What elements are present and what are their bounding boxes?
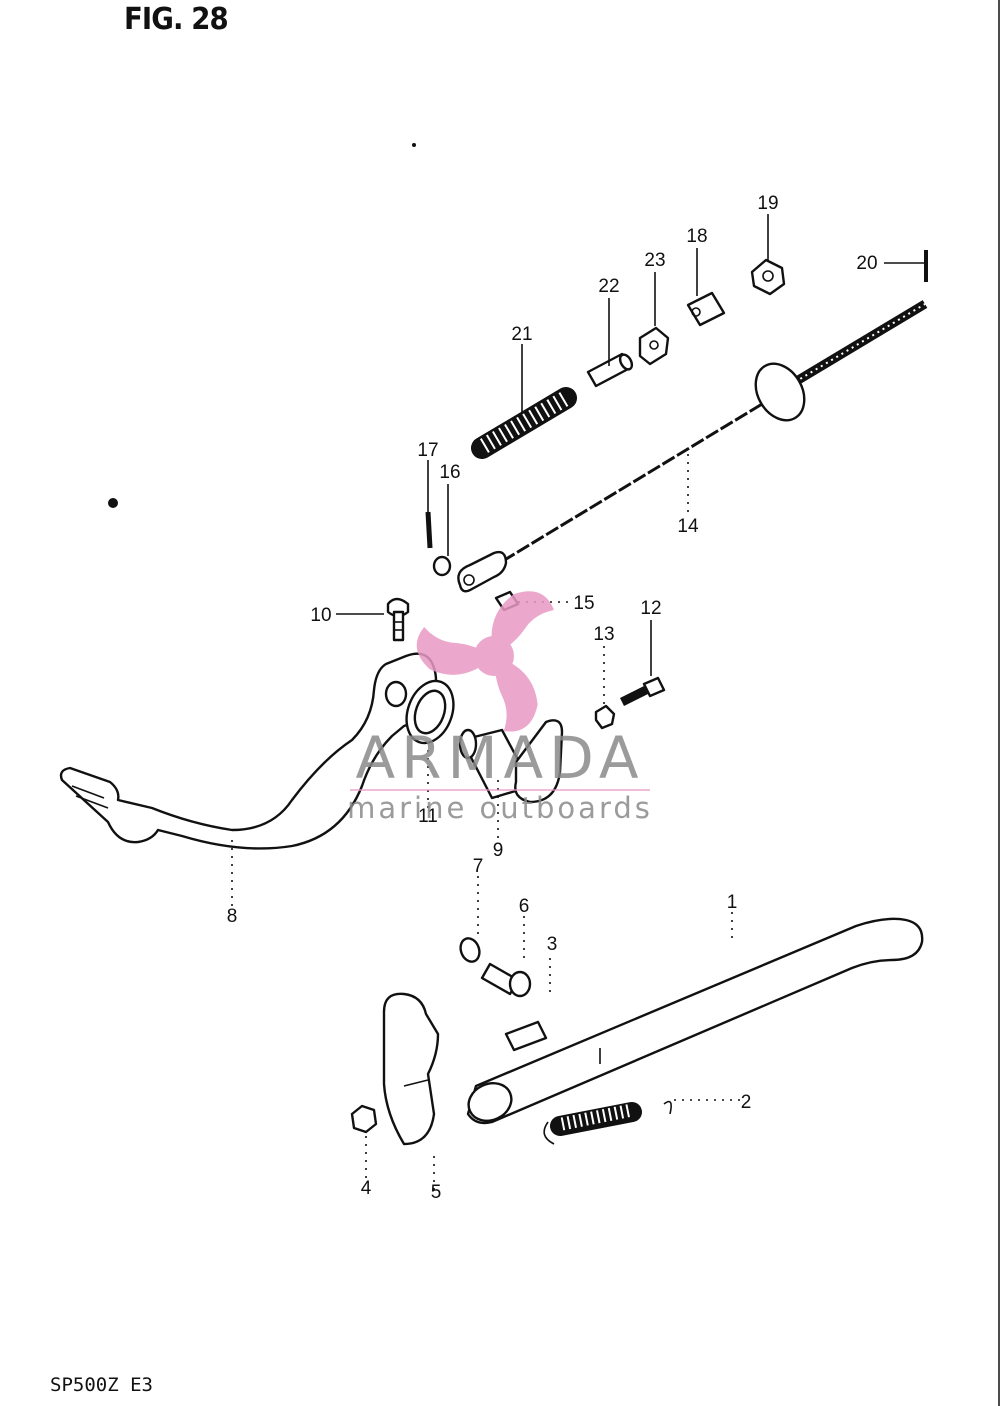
figure-title: FIG. 28 [124, 2, 229, 37]
callout-8: 8 [227, 906, 238, 927]
callout-7: 7 [473, 856, 484, 877]
callout-23: 23 [644, 250, 665, 271]
adjusting-nut-part [638, 326, 670, 366]
collar-part [586, 352, 634, 388]
nut-4-part [350, 1104, 378, 1134]
joint-part [686, 291, 726, 327]
circlip-11-part [405, 679, 455, 745]
bolt-12-part [619, 676, 666, 707]
callout-5: 5 [431, 1182, 442, 1203]
washer-16-part [432, 555, 452, 577]
callout-6: 6 [519, 896, 530, 917]
cotter-pin-small-part [425, 511, 433, 549]
callout-10: 10 [310, 605, 331, 626]
model-code: SP500Z E3 [50, 1374, 153, 1396]
callout-19: 19 [757, 193, 778, 214]
callout-17: 17 [417, 440, 438, 461]
callout-21: 21 [511, 324, 532, 345]
print-speck [108, 498, 118, 508]
cap-nut-part [750, 258, 786, 296]
bolt-3-part [504, 1020, 548, 1052]
bolt-6-part [480, 962, 532, 998]
callout-labels: 1 2 3 4 5 6 7 8 9 10 11 12 13 14 15 16 1… [227, 193, 878, 1203]
bolt-10-part [386, 597, 410, 642]
callout-3: 3 [547, 934, 558, 955]
callout-22: 22 [598, 276, 619, 297]
watermark-brand: ARMADA [355, 724, 644, 792]
side-stand-part [466, 917, 924, 1125]
nut-13-part [594, 704, 616, 730]
stand-spring-part [543, 1100, 672, 1145]
brake-rod-part [457, 300, 928, 593]
callout-9: 9 [493, 840, 504, 861]
propeller-logo-icon [416, 591, 554, 732]
callout-1: 1 [727, 892, 738, 913]
armada-watermark: ARMADA marine outboards [347, 591, 653, 825]
callout-12: 12 [640, 598, 661, 619]
callout-20: 20 [856, 253, 877, 274]
callout-13: 13 [593, 624, 614, 645]
callout-18: 18 [686, 226, 707, 247]
leader-lines [231, 214, 924, 1190]
callout-11: 11 [418, 806, 438, 827]
callout-2: 2 [741, 1092, 752, 1113]
callout-4: 4 [361, 1178, 372, 1199]
print-speck [412, 143, 416, 147]
rod-spring-part [471, 387, 577, 459]
callout-16: 16 [439, 462, 460, 483]
callout-14: 14 [677, 516, 699, 537]
callout-15: 15 [573, 593, 594, 614]
washer-7-part [459, 937, 481, 963]
watermark-tagline: marine outboards [347, 791, 653, 825]
stand-bracket-part [382, 992, 440, 1146]
pivot-shaft-part [458, 719, 564, 804]
